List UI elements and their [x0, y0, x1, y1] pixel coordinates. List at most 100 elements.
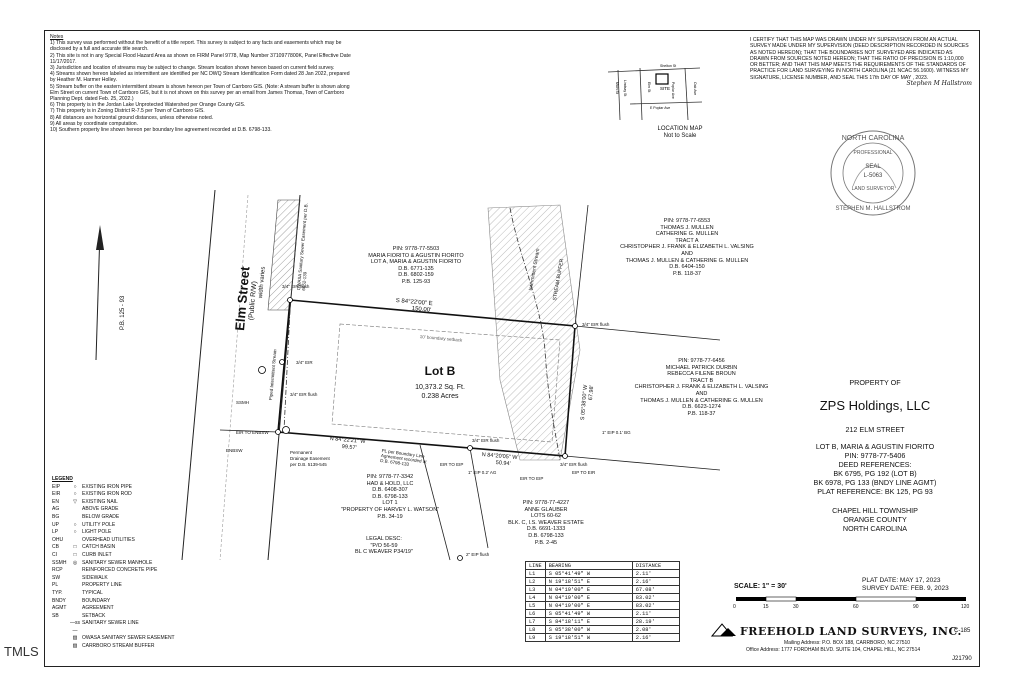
owner-block-nw: PIN: 9778-77-5503 MARIA FIORITO & AGUSTI…	[352, 246, 480, 286]
legend-abbrev: CI	[52, 551, 57, 558]
legend-desc: SANITARY SEWER LINE	[82, 620, 139, 627]
scale-tick: 30	[793, 604, 799, 610]
marker-label-11: ENBSW	[226, 448, 243, 453]
owner-e-line: THOMAS J. MULLEN & CATHERINE G. MULLEN	[640, 397, 763, 404]
legend-symbol: ▨	[72, 643, 78, 650]
legend-abbrev: EN	[52, 498, 59, 505]
owner-sw-line: LOT 1	[382, 500, 398, 507]
owner-se-line: LOTS 60-62	[531, 513, 561, 520]
owner-e-line: MICHAEL PATRICK DURBIN	[665, 364, 738, 371]
owner-e-line: REBECCA FILENE BROUN	[667, 371, 736, 378]
county: ORANGE COUNTY	[843, 515, 907, 524]
firm-name: FREEHOLD LAND SURVEYS, INC.	[740, 625, 962, 638]
iron-rod-w	[279, 359, 285, 365]
deed-ref-1: BK 6795, PG 192 (LOT B)	[833, 469, 917, 478]
line-table-cell: N 04°19'00" E	[544, 585, 633, 594]
legend-desc: AGREEMENT	[82, 605, 114, 612]
legend-symbol: ○	[73, 483, 77, 490]
owner-block-ne: PIN: 9778-77-6553 THOMAS J. MULLEN CATHE…	[612, 218, 762, 277]
line-table-cell: S 05°41'49" W	[544, 569, 633, 578]
legend-desc: SIDEWALK	[82, 574, 108, 581]
line-table-cell: 2.11'	[631, 569, 680, 578]
seal-state: NORTH CAROLINA	[842, 135, 905, 142]
legal-line: "P/O 56-59	[370, 542, 398, 549]
firm-office-address: Office Address: 1777 FORDHAM BLVD. SUITE…	[746, 647, 921, 653]
owner-se-line: P.B. 2-45	[534, 539, 558, 546]
notes-block: Notes 1) This survey was performed witho…	[50, 34, 352, 133]
legend-abbrev: LP	[52, 529, 59, 536]
owner-ne-line: THOMAS J. MULLEN & CATHERINE G. MULLEN	[625, 257, 749, 264]
legend-abbrev: SW	[52, 574, 61, 581]
legend-abbrev: CB	[52, 544, 59, 551]
owner-ne-line: P.B. 118-37	[673, 270, 701, 277]
line-table-header: LINE	[525, 561, 546, 570]
legend-desc: EXISTING IRON PIPE	[82, 483, 133, 490]
legend-row: SSMH◎SANITARY SEWER MANHOLE	[52, 560, 222, 568]
scale-tick: 15	[763, 604, 769, 610]
owner-ne-line: PIN: 9778-77-6553	[663, 218, 711, 224]
plat-reference: PLAT REFERENCE: BK 125, PG 93	[817, 487, 933, 496]
line-table-cell: 2.08'	[631, 625, 680, 634]
drainage-easement-label: Permanent Drainage Easement per D.B. 513…	[290, 450, 330, 468]
marker-label-10: SSMH	[236, 400, 250, 405]
site-label: SITE	[660, 86, 670, 91]
iron-rod-sw	[275, 429, 281, 435]
elm-street-west-edge	[181, 189, 216, 561]
owner-e-line: PIN: 9778-77-6456	[678, 358, 725, 364]
note-2: 2) This site is not in any Special Flood…	[50, 52, 351, 65]
piped-stream	[283, 309, 291, 431]
legend-desc: TYPICAL	[82, 589, 103, 596]
marker-label-7: 1" EIP 0.2' AG	[468, 470, 497, 475]
owner-se-line: PIN: 9778-77-4227	[522, 500, 570, 506]
legend-symbol: ○	[73, 529, 77, 536]
iron-pipe-se	[562, 453, 568, 459]
owner-e-line: AND	[695, 390, 708, 397]
legend-desc: BELOW GRADE	[82, 513, 120, 520]
surveyor-seal: NORTH CAROLINA PROFESSIONAL SEAL L-5063 …	[830, 130, 916, 216]
note-5: 5) Stream buffer on the eastern intermit…	[50, 83, 350, 103]
carrboro-stream-buffer	[487, 204, 581, 461]
line-table-cell: 2.16'	[631, 633, 680, 642]
owner-ne-line: TRACT A	[675, 237, 699, 244]
owner-block-se: PIN: 9778-77-4227 ANNE GLAUBER LOTS 60-6…	[496, 500, 596, 546]
legend-symbol	[68, 537, 82, 545]
deed-ref-2: BK 6978, PG 133 (BNDY LINE AGMT)	[813, 478, 937, 487]
line-table-cell: L6	[525, 609, 546, 618]
firm-logo	[710, 623, 736, 637]
title-block: PROPERTY OF ZPS Holdings, LLC 212 ELM ST…	[780, 378, 970, 533]
legend-symbol: □	[73, 544, 77, 551]
marker-label-9: 2" EIP flush	[466, 552, 490, 557]
line-table-cell: S 84°18'11" E	[544, 617, 633, 626]
legend-symbol	[68, 613, 82, 621]
legend-row: UP○UTILITY POLE	[52, 522, 222, 530]
adjoining-line-west	[219, 429, 279, 433]
owner-se-line: D.B. 6798-133	[528, 532, 564, 539]
adjoining-line-south2	[469, 447, 489, 549]
plat-date: PLAT DATE: MAY 17, 2023	[862, 577, 941, 584]
legend-abbrev: EIP	[52, 483, 61, 490]
note-10: 10) Southern property line shown hereon …	[50, 127, 272, 134]
location-map-subtitle: Not to Scale	[663, 133, 697, 139]
legend-desc: UTILITY POLE	[82, 521, 116, 528]
legend-symbol	[68, 575, 82, 583]
marker-label-6: 3/4" EIR flush	[472, 438, 500, 443]
marker-label-12: EIR TO ENBSW	[236, 430, 269, 435]
note-3: 3) Jurisdiction and location of streams …	[50, 65, 335, 72]
line-table-cell: L2	[525, 577, 546, 586]
legend-desc: EXISTING IRON ROD	[82, 491, 132, 498]
property-of: PROPERTY OF	[849, 378, 901, 387]
adjoining-line-south	[564, 455, 721, 471]
street-lindsay: Lindsay St	[623, 80, 627, 96]
legend-desc: LIGHT POLE	[82, 529, 112, 536]
legend-desc: SETBACK	[82, 612, 106, 619]
marker-label-2: 3/4" EIR flush	[582, 322, 610, 327]
owner-sw-line: "PROPERTY OF HARVEY L. WATSON" P.B. 34-1…	[340, 506, 440, 520]
